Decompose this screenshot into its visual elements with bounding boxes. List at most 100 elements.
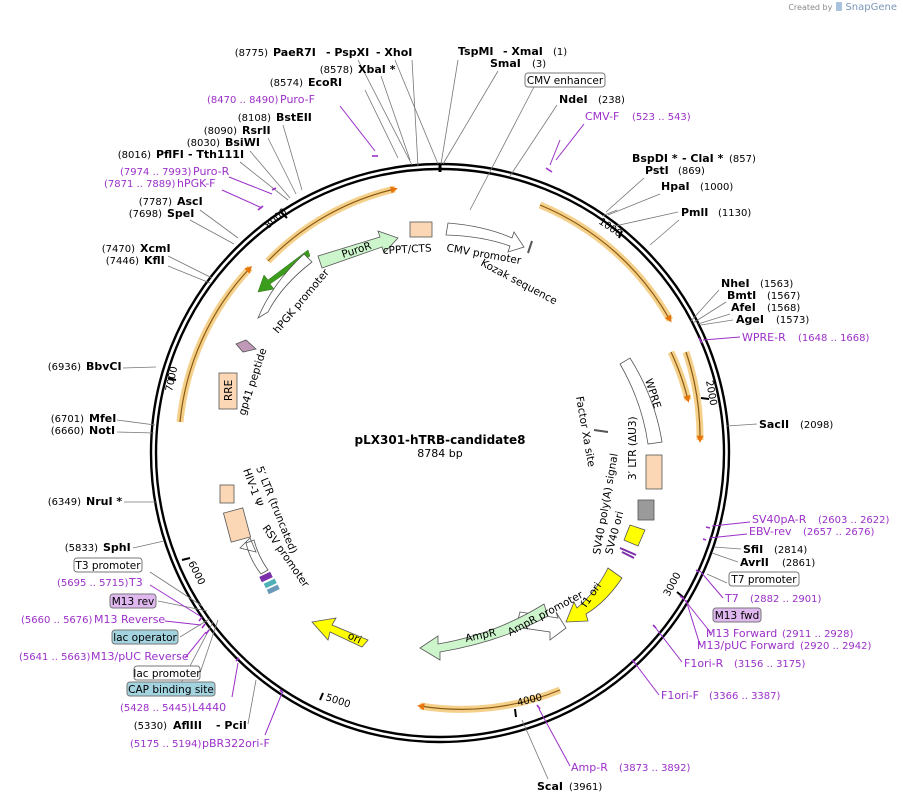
site-pos-spei: (7698)	[129, 209, 162, 220]
site-leader	[189, 219, 235, 245]
hpgk-promoter-box	[257, 253, 313, 319]
box-label-lac-promoter: lac promoter	[133, 668, 201, 680]
orf-arc-5-line	[417, 689, 561, 711]
site-leader	[380, 75, 411, 161]
primer-f1ori-f: F1ori-F	[661, 689, 699, 702]
site-hpai: HpaI	[661, 180, 690, 193]
site-leader	[614, 211, 679, 227]
feature-label-ltr3: 3′ LTR (ΔU3)	[627, 416, 639, 480]
site-leader	[711, 552, 739, 563]
box-t3-promoter	[73, 557, 143, 573]
primer-leader	[654, 626, 683, 663]
box-lac-operator	[111, 629, 179, 645]
primer-pos-f1ori-r: (3156 .. 3175)	[734, 659, 806, 670]
tick-mark	[700, 397, 710, 400]
primer-pos-wpre-r: (1648 .. 1668)	[798, 333, 870, 344]
site-pos-bsteii: (8108)	[238, 113, 271, 124]
site-bsiwi: BsiWI	[225, 136, 260, 149]
site-pos-sfii: (2814)	[774, 545, 807, 556]
primer-leader	[228, 176, 273, 195]
site-leader	[247, 679, 257, 725]
tick-mark	[514, 708, 517, 718]
primer-leader	[699, 570, 724, 599]
box-label-m13-fwd: M13 fwd	[715, 610, 760, 622]
orf-arc-6-line	[179, 265, 252, 423]
feature-label-gp41: gp41 peptide	[236, 347, 269, 417]
site-pos-pflfi: (8016)	[118, 150, 151, 161]
primer-pos-pbr322ori-f: (5175 .. 5194)	[130, 739, 202, 750]
tick-8000: 8000	[263, 207, 290, 232]
leader-lines	[116, 59, 758, 780]
box-m13-fwd	[712, 607, 762, 623]
site-leader	[167, 255, 213, 279]
site-leader	[706, 573, 728, 584]
site-leader	[726, 423, 758, 427]
site-leader	[199, 209, 239, 239]
site-sacii: SacII	[759, 418, 789, 431]
site-leader	[692, 301, 727, 324]
primer-leader	[264, 692, 283, 736]
site-afliii: AflIII	[173, 719, 202, 732]
site-leader	[509, 104, 558, 177]
feature-label-rre: RRE	[223, 380, 235, 401]
primer-leader	[633, 661, 660, 696]
site-leader	[179, 617, 212, 638]
site-noti: NotI	[89, 424, 115, 437]
primer-pos-ebv-rev: (2657 .. 2676)	[803, 527, 875, 538]
site-leader	[116, 419, 156, 426]
site-pmli: PmlI	[681, 206, 708, 219]
primer-pos-t7: (2882 .. 2901)	[750, 594, 822, 605]
site-leader	[282, 124, 303, 191]
site-pos-sacii: (2098)	[800, 420, 833, 431]
primer-wpre-r: WPRE-R	[742, 331, 786, 344]
site-asci: AscI	[177, 195, 203, 208]
primer-m13-puc-forward: M13/pUC Forward	[697, 639, 795, 652]
site-pflfi: PflFI	[156, 148, 184, 161]
site-leader	[149, 571, 203, 607]
site-clai: - ClaI *	[682, 152, 724, 165]
primer-leader	[164, 620, 202, 626]
tick-7000: 7000	[164, 365, 180, 392]
site-rsrii: RsrII	[242, 124, 271, 137]
rre-box	[218, 372, 238, 410]
sv40-polya-box	[637, 499, 655, 521]
site-pos-nhei: (1563)	[760, 279, 793, 290]
site-paer7i: PaeR7I	[273, 46, 316, 59]
primer-leader	[231, 662, 239, 698]
primer-m13-puc-reverse: M13/pUC Reverse	[91, 650, 189, 663]
site-pos-avrii: (2861)	[782, 558, 815, 569]
puror-arrow	[317, 230, 399, 269]
site-leader	[521, 719, 549, 780]
site-leader	[267, 137, 297, 195]
box-t7-promoter	[728, 571, 800, 587]
plasmid-name: pLX301-hTRB-candidate8	[355, 433, 526, 447]
orf-arc-2-line	[539, 204, 672, 323]
site-leader	[132, 540, 165, 549]
site-afei: AfeI	[731, 301, 756, 314]
kozak-mark	[527, 240, 533, 254]
tick-mark	[676, 591, 684, 598]
site-agei: AgeI	[736, 313, 764, 326]
primer-marks	[198, 155, 711, 710]
lac-cluster-1	[259, 571, 273, 583]
site-leader	[689, 289, 720, 323]
primer-t7: T7	[724, 592, 739, 605]
site-pos-agei: (1573)	[776, 315, 809, 326]
site-leader	[122, 366, 157, 369]
primer-leader	[538, 708, 571, 767]
site-kfli: KflI	[144, 254, 165, 267]
ltr5-box	[219, 484, 235, 504]
primer-leader-lines	[149, 105, 751, 767]
primer-pos-f1ori-f: (3366 .. 3387)	[709, 691, 781, 702]
site-pos-ndei: (238)	[598, 95, 625, 106]
site-pos-noti: (6660)	[51, 426, 84, 437]
tick-mark	[618, 230, 623, 239]
box-label-t3-promoter: T3 promoter	[74, 560, 141, 572]
cppt-cts-box	[409, 221, 433, 238]
site-bspdi: BspDI *	[632, 152, 678, 165]
site-sfii: SfiI	[743, 543, 763, 556]
ori-arrow	[311, 617, 369, 648]
site-xmai: - XmaI	[503, 45, 543, 58]
primer-leader	[708, 533, 748, 539]
lac-cluster-3	[266, 584, 280, 595]
